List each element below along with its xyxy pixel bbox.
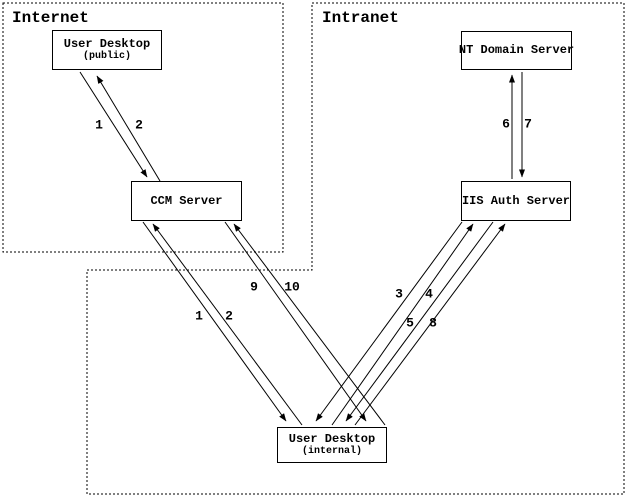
internet-zone-label: Internet [12,9,89,27]
node-subtitle: (internal) [301,446,362,457]
edge-label-2-public: 2 [135,117,143,133]
edge-label-10: 10 [284,279,300,295]
edge-label-6: 6 [502,116,510,132]
node-title: IIS Auth Server [461,193,571,208]
arrow-9-internal-to-ccm [233,223,386,426]
arrow-2-ccm-to-public [96,75,161,182]
edge-label-5: 5 [406,315,414,331]
node-title: User Desktop [63,37,151,51]
node-iis-auth-server: IIS Auth Server [461,181,571,221]
arrow-3-internal-to-iis [331,223,474,426]
arrow-1-internal-to-ccm [152,223,303,426]
node-nt-domain-server: NT Domain Server [458,31,575,70]
intranet-zone-label: Intranet [322,9,399,27]
node-ccm-server: CCM Server [131,181,242,221]
arrow-8-iis-to-internal [345,221,494,422]
edge-label-7: 7 [524,116,532,132]
intranet-zone-border [86,2,625,495]
node-title: NT Domain Server [458,43,575,57]
edge-label-1-public: 1 [95,117,103,133]
node-title: User Desktop [288,432,376,446]
edge-label-1-internal: 1 [195,308,203,324]
arrow-4-iis-to-internal [315,221,463,422]
internet-zone-border [2,2,284,253]
edge-label-8: 8 [429,315,437,331]
node-title: CCM Server [150,193,223,208]
arrow-2-ccm-to-internal [142,221,287,422]
edge-label-9: 9 [250,279,258,295]
node-user-desktop-internal: User Desktop (internal) [277,427,387,463]
node-user-desktop-public: User Desktop (public) [52,30,162,70]
arrow-1-public-to-ccm [79,71,148,178]
node-subtitle: (public) [82,51,131,62]
edge-label-3: 3 [395,286,403,302]
arrow-10-ccm-to-internal [224,221,367,422]
arrow-5-internal-to-iis [354,223,506,426]
edge-label-4: 4 [425,286,433,302]
edge-label-2-internal: 2 [225,308,233,324]
